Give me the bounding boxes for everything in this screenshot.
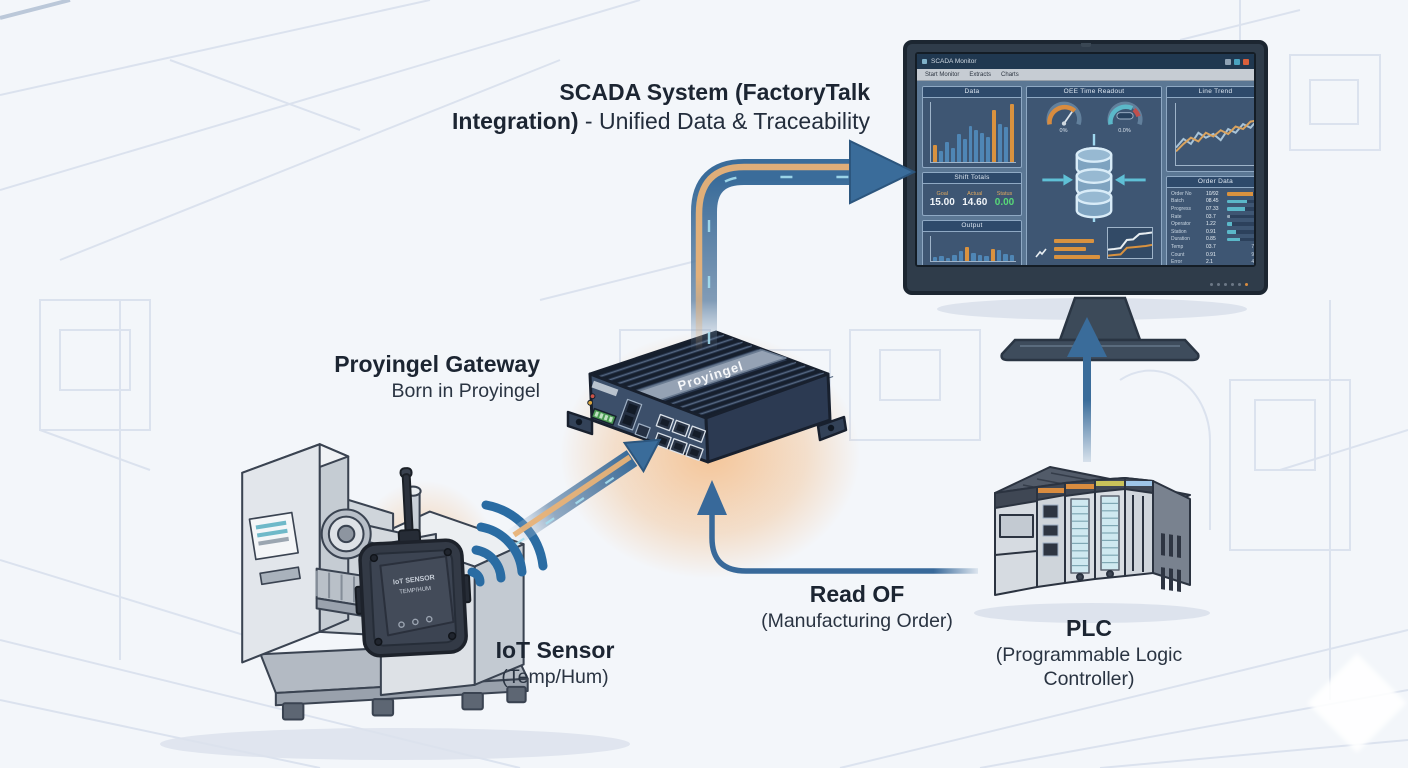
dashboard-left-column: Data Shift Totals Goal 15.00 Actual [922,86,1022,265]
panel-title: Shift Totals [923,173,1021,184]
line-chart-frame [1175,103,1256,166]
bar-chart-output [930,236,1016,262]
scada-label-line1: SCADA System (FactoryTalk [559,79,870,105]
iot-subtitle: (Temp/Hum) [501,665,609,688]
monitor-camera-notch [1080,43,1091,47]
kpi-value: 15.00 [929,197,955,208]
panel-data-bars: Data [922,86,1022,168]
read-of-subtitle: (Manufacturing Order) [761,609,953,632]
center-bottom-row [1027,222,1161,265]
plc-subtitle: (Programmable Logic Controller) [995,643,1183,691]
panel-line-trend: Line Trend [1166,86,1256,172]
mini-line-chart [1107,226,1153,259]
panel-title: Line Trend [1167,87,1254,98]
scada-label: SCADA System (FactoryTalk Integration) -… [430,78,870,136]
kpi-label: Actual [967,191,983,197]
panel-output-bars: Output [922,220,1022,265]
gateway-title: Proyingel Gateway [334,351,540,377]
panel-title: OEE Time Readout [1027,87,1161,98]
dashboard-grid: Data Shift Totals Goal 15.00 Actual [917,81,1256,266]
kpi-label: Goal [936,191,949,197]
arrow-plc-to-scada [1067,317,1107,462]
gateway-label: Proyingel Gateway Born in Proyingel [230,350,540,403]
kpi: Actual 14.60 [962,191,987,208]
database-flow [1027,134,1161,222]
status-bars [1054,238,1100,259]
plc-title: PLC [1066,615,1112,641]
iot-title: IoT Sensor [495,637,615,663]
gauge-orange-icon [1046,101,1081,126]
window-title-bar: SCADA Monitor [917,54,1254,69]
bezel-status-leds [1210,283,1248,286]
iot-sensor-label: IoT Sensor (Temp/Hum) [455,636,655,689]
panel-title: Order Data [1167,177,1254,188]
line-chart-svg [1176,103,1256,165]
window-title: SCADA Monitor [931,58,977,65]
minimize-button [1225,58,1231,65]
panel-title: Output [923,221,1021,232]
arrow-gateway-to-scada [691,139,917,352]
scada-label-line2-bold: Integration) [452,107,579,134]
panel-title: Data [923,87,1021,98]
kpi: Goal 15.00 [930,191,955,208]
menu-item: Extracts [969,71,992,78]
gauge-right: 0.0% [1102,101,1148,134]
menu-item: Charts [1001,71,1019,78]
kpi-label: Status [996,191,1013,197]
arrow-sensor-to-gateway [504,438,662,548]
gauges-row: 0% 0.0% [1027,98,1161,134]
panel-shift-totals: Shift Totals Goal 15.00 Actual 14.60 [922,172,1022,216]
app-icon [922,59,927,64]
plc-label: PLC (Programmable Logic Controller) [960,614,1218,692]
gauge-value: 0% [1059,128,1068,134]
scada-label-line2-rest: - Unified Data & Traceability [578,107,870,134]
dashboard-center-column: OEE Time Readout 0% [1026,86,1162,265]
scada-dashboard-window: SCADA Monitor Start Monitor Extracts Chart… [915,52,1256,267]
read-of-label: Read OF (Manufacturing Order) [728,580,986,633]
mini-trend-svg [1108,228,1152,258]
arrow-plc-to-gateway [697,480,978,574]
trend-up-icon [1035,248,1047,258]
menu-bar: Start Monitor Extracts Charts [917,69,1254,81]
menu-item: Start Monitor [925,71,960,78]
bar-chart-data [930,102,1016,163]
maximize-button [1234,58,1240,65]
kpi: Status 0.00 [995,191,1014,208]
scada-monitor: SCADA Monitor Start Monitor Extracts Chart… [903,40,1268,295]
plc-illustration [994,466,1191,596]
kpi-value: 0.00 [994,197,1015,208]
read-of-title: Read OF [809,581,905,607]
gauge-teal-icon [1107,101,1142,126]
kpi-value: 14.60 [962,197,988,208]
gateway-subtitle: Born in Proyingel [391,379,541,402]
close-button [1243,58,1249,65]
window-controls [1222,58,1249,65]
panel-oee: OEE Time Readout 0% [1026,86,1162,265]
gauge-value: 0.0% [1118,128,1131,134]
shift-totals: Goal 15.00 Actual 14.60 Status 0.00 [923,184,1021,215]
gauge-left: 0% [1041,101,1087,134]
database-icon [1042,134,1146,222]
